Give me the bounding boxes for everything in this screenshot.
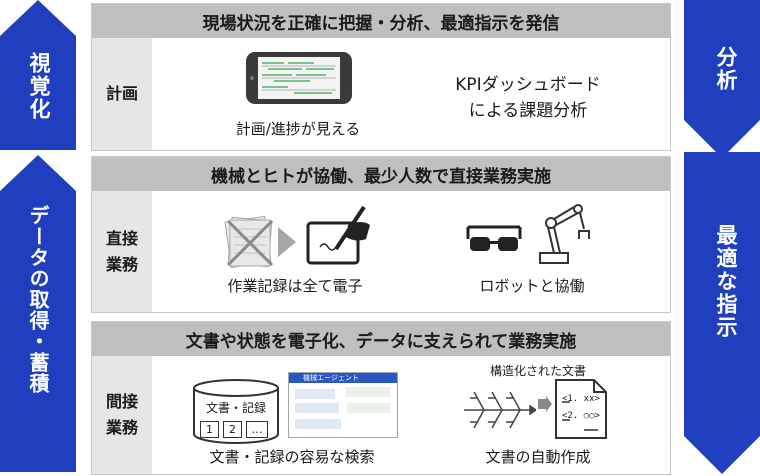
smartphone-dashboard-icon [246,52,352,104]
auto-doc-caption: 文書の自動作成 [485,448,591,466]
right-arrows [684,0,760,474]
arrow-icon [538,396,552,412]
indirect-work-panel-header: 文書や状態を電子化、データに支えられて業務実施 [92,322,670,356]
chat-bubble [345,387,391,397]
right-arrow-top-label: 分析 [714,46,738,92]
paper-stack-crossed-icon [224,215,274,269]
chat-bubble [295,389,335,399]
kpi-dashboard-text-line2: による課題分析 [468,101,588,121]
chat-bubble [295,419,341,429]
agent-screen-title: 機械エージェント [289,373,397,383]
right-arrow-bottom-label: 最適な指示 [714,224,738,339]
fishbone-diagram-icon [464,391,536,429]
planning-side-label: 計画 [92,38,152,150]
left-arrow-top [0,0,76,150]
database-label: 文書・記録 [205,401,266,415]
robot-collab-caption: ロボットと協働 [479,277,585,295]
smart-glasses-icon [466,225,522,251]
left-arrow-bottom [0,155,76,472]
indirect-work-panel: 文書や状態を電子化、データに支えられて業務実施 間接業務 文書・記録 1 2 …… [91,321,671,475]
transition-arrow-icon [278,227,296,257]
planning-panel-header: 現場状況を正確に把握・分析、最適指示を発信 [92,4,670,38]
left-arrows [0,0,76,472]
doc-line-1: <1. xx> [562,394,600,404]
indirect-work-side-label: 間接業務 [92,356,152,474]
planning-panel: 現場状況を正確に把握・分析、最適指示を発信 計画 計画/進捗が見える KPIダッ… [91,3,671,151]
doc-line-2: <2. ○○> [562,411,600,421]
database-slot-1: 1 [200,421,219,438]
electronic-record-caption: 作業記録は全て電子 [227,277,363,295]
structured-doc-label: 構造化された文書 [489,364,586,378]
database-slot-2: 2 [223,421,242,438]
left-arrow-bottom-label: データの取得・蓄積 [26,205,50,394]
right-arrow-top [684,0,760,158]
agent-screen: 機械エージェント [288,372,398,438]
direct-work-panel-header: 機械とヒトが協働、最少人数で直接業務実施 [92,157,670,191]
direct-work-side-label: 直接業務 [92,191,152,312]
chat-bubble [295,403,339,413]
progress-caption: 計画/進捗が見える [235,120,361,138]
tablet-pen-icon [306,205,370,265]
database-slot-3: … [246,421,268,438]
search-caption: 文書・記録の容易な検索 [209,448,375,466]
robot-arm-icon [539,204,590,264]
document-icon [555,379,607,439]
kpi-dashboard-text-line1: KPIダッシュボード [455,75,601,95]
chat-bubble [347,403,391,413]
direct-work-panel: 機械とヒトが協働、最少人数で直接業務実施 直接業務 作業記録は全て電子 [91,156,671,313]
left-arrow-top-label: 視覚化 [27,52,51,121]
right-arrow-bottom [684,152,760,474]
